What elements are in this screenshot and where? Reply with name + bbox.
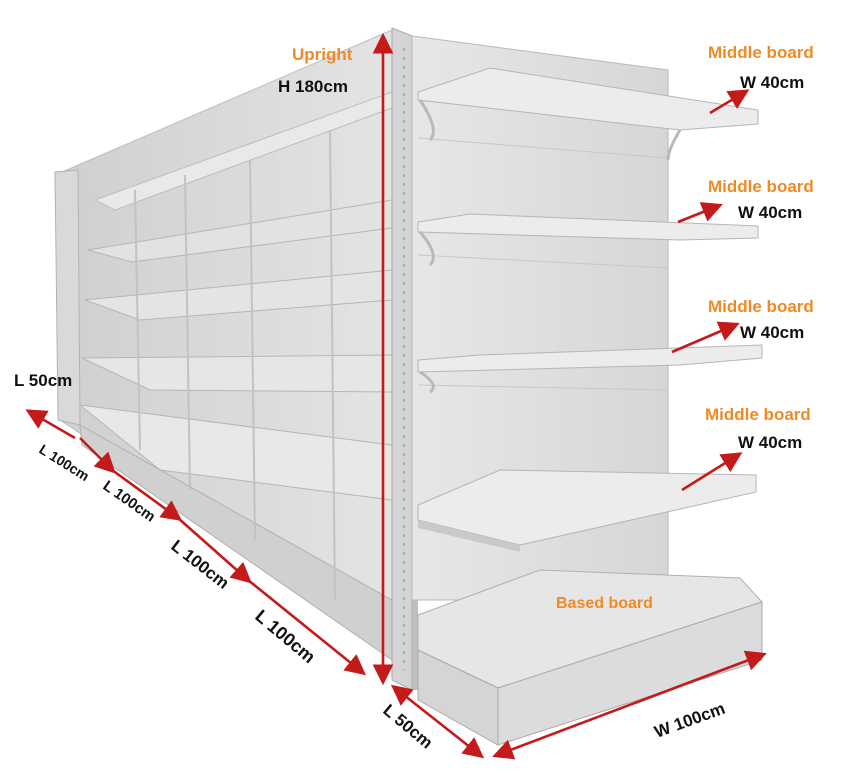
board-title-2: Middle board [708, 177, 814, 196]
based-board-label: Based board [556, 595, 653, 612]
length-arrow-4 [247, 578, 367, 676]
end-upright [391, 27, 669, 691]
depth-front-arrow [390, 684, 485, 759]
board-value-1: W 40cm [740, 73, 804, 92]
board-title-3: Middle board [708, 297, 814, 316]
board-arrow-3 [671, 321, 740, 354]
board-arrow-4 [681, 452, 743, 492]
length-label-1: L 100cm [36, 441, 92, 484]
length-arrow-2 [111, 468, 183, 522]
board-arrow-2 [677, 202, 723, 224]
board-value-4: W 40cm [738, 433, 802, 452]
upright-value: H 180cm [278, 77, 348, 96]
length-label-4: L 100cm [251, 606, 319, 667]
length-arrow-1 [79, 437, 116, 474]
gondola-long-side [54, 29, 393, 661]
board-arrow-1 [709, 89, 750, 115]
upright-title: Upright [292, 45, 353, 64]
depth-front-label: L 50cm [379, 701, 436, 753]
depth-back-arrow [25, 409, 76, 440]
width-bottom-label: W 100cm [652, 699, 728, 742]
length-arrow-3 [177, 517, 252, 584]
board-title-1: Middle board [708, 43, 814, 62]
board-value-3: W 40cm [740, 323, 804, 342]
width-bottom-arrow [492, 650, 767, 760]
dimension-arrows [25, 32, 767, 760]
length-label-3: L 100cm [168, 536, 233, 593]
board-value-2: W 40cm [738, 203, 802, 222]
depth-back-label: L 50cm [14, 371, 72, 390]
board-title-4: Middle board [705, 405, 811, 424]
